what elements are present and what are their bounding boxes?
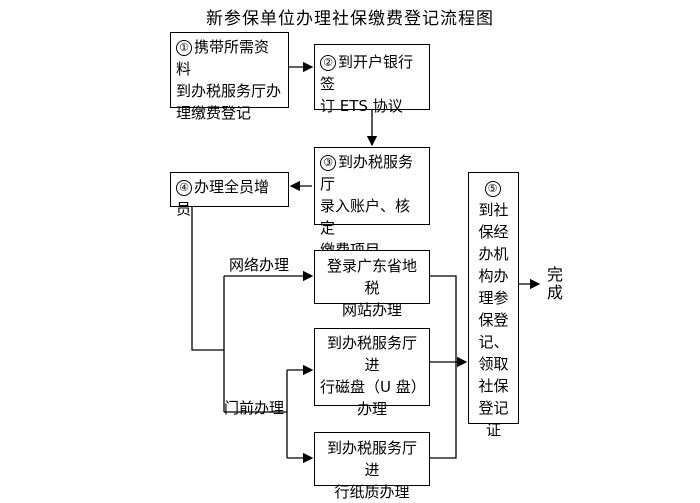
step-1-line3: 理缴费登记 [176, 104, 252, 122]
online-branch-label: 网络办理 [229, 256, 290, 274]
step-2-number: ② [320, 55, 336, 71]
online-line1: 登录广东省地税 [326, 257, 417, 297]
online-line2: 网站办理 [341, 301, 402, 319]
done-label: 完成 [544, 266, 563, 302]
step-3-line2: 录入账户、核定 [320, 197, 411, 237]
step-1-line2: 到办税服务厅办 [176, 82, 282, 100]
paper-line2: 行纸质办理 [334, 483, 410, 501]
step-4-label: 办理全员增员 [176, 178, 270, 218]
step-3-line1: 到办税服务厅 [320, 153, 414, 193]
step-2-line2: 订 ETS 协议 [320, 97, 403, 115]
disk-line2: 行磁盘（U 盘） [320, 378, 426, 396]
disk-handling-box: 到办税服务厅进 行磁盘（U 盘） 办理 [314, 328, 430, 418]
step-1-line1: 携带所需资料 [176, 38, 270, 78]
paper-line1: 到办税服务厅进 [326, 439, 417, 479]
step-5-text: 到社保经办机构办理参保登记、领取社保登记证 [478, 201, 509, 439]
step-1-number: ① [176, 40, 192, 56]
online-handling-box: 登录广东省地税 网站办理 [314, 250, 430, 319]
step-3-number: ③ [320, 155, 336, 171]
disk-line1: 到办税服务厅进 [326, 334, 417, 374]
step-4-number: ④ [176, 180, 192, 196]
paper-handling-box: 到办税服务厅进 行纸质办理 [314, 432, 430, 501]
step-5-box: ⑤ 到社保经办机构办理参保登记、领取社保登记证 [468, 172, 519, 439]
offline-branch-label: 门前办理 [224, 399, 285, 417]
step-5-number: ⑤ [484, 181, 501, 197]
step-2-line1: 到开户银行签 [320, 53, 414, 93]
page-title: 新参保单位办理社保缴费登记流程图 [206, 9, 494, 29]
disk-line3: 办理 [356, 400, 387, 418]
